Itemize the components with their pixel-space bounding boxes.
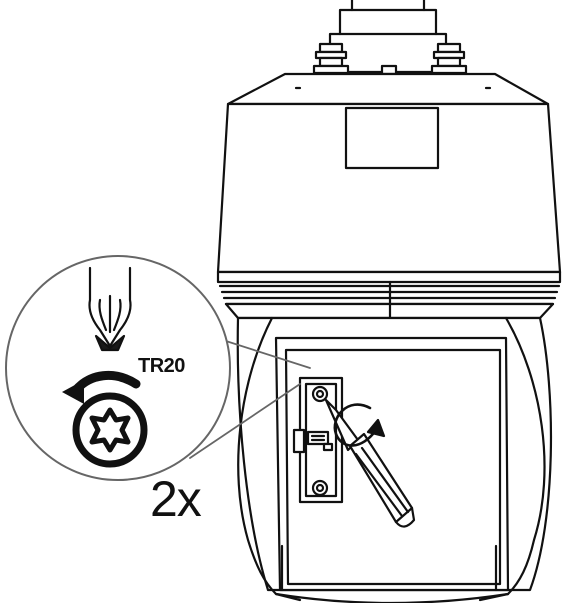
callout-circle [5,255,231,481]
counterclockwise-arrow-icon [62,370,141,404]
rotation-arrow-icon [333,403,386,447]
housing-top-cap [226,72,550,106]
screwdriver-icon [324,398,416,528]
torx-bit-icon [88,266,132,352]
bolt-left [312,42,350,75]
torx-screw-head-icon [72,392,148,468]
bolt-right [430,42,468,75]
dome-right [478,316,546,602]
screw-count-label: 2x [150,471,202,527]
tool-size-label: TR20 [138,355,185,377]
mount-bracket [328,0,448,76]
housing-ring [216,270,562,320]
cover-label [306,430,334,452]
screw-bottom [311,479,329,497]
housing-window [344,106,440,170]
screw-top [311,385,329,403]
dome-left [237,316,302,602]
